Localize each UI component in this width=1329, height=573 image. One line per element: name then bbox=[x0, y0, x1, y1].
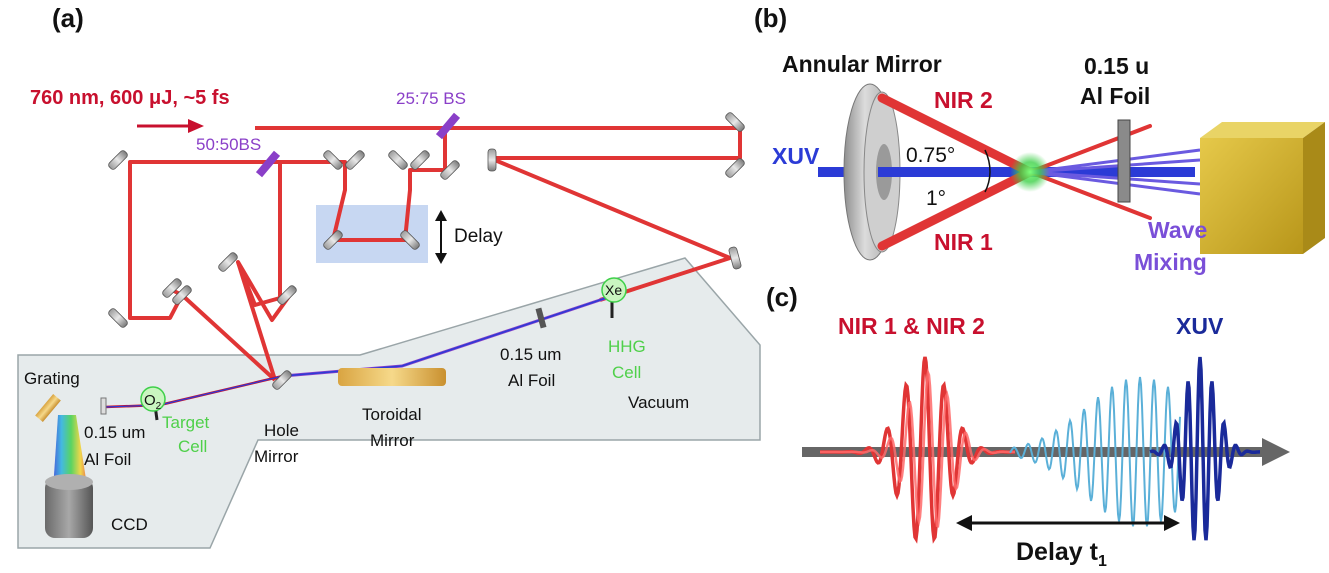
input-arrow bbox=[137, 119, 204, 133]
mirror-icon bbox=[400, 230, 420, 250]
mirror-icon bbox=[725, 158, 745, 178]
mirror-icon bbox=[323, 230, 343, 250]
hhg-label-2: Cell bbox=[612, 363, 641, 382]
xe-label: Xe bbox=[605, 282, 622, 298]
nir2-label: NIR 2 bbox=[934, 87, 993, 113]
delay-t1-arrow-icon bbox=[956, 515, 1180, 531]
angle-arc-icon bbox=[984, 149, 991, 173]
foil-label-2: Al Foil bbox=[1080, 83, 1150, 109]
target-cell-label-1: Target bbox=[162, 413, 210, 432]
waveforms bbox=[820, 356, 1260, 544]
bs-2575-label: 25:75 BS bbox=[396, 89, 466, 108]
hole-mirror-label-1: Hole bbox=[264, 421, 299, 440]
mirror-icon bbox=[440, 160, 460, 180]
mirror-icon bbox=[728, 246, 742, 270]
panel-c-label: (c) bbox=[766, 282, 798, 312]
ccd-icon bbox=[45, 474, 93, 538]
interaction-point-icon bbox=[1010, 152, 1050, 192]
vacuum-chamber bbox=[17, 257, 761, 549]
hole-mirror-label-2: Mirror bbox=[254, 447, 299, 466]
toroidal-label-1: Toroidal bbox=[362, 405, 422, 424]
hhg-label-1: HHG bbox=[608, 337, 646, 356]
xuv-label-c: XUV bbox=[1176, 313, 1224, 339]
wave-label-1: Wave bbox=[1148, 217, 1207, 243]
xuv-pulse bbox=[1149, 356, 1260, 541]
wave-mixing-beams bbox=[1029, 148, 1201, 196]
annular-mirror-label: Annular Mirror bbox=[782, 51, 942, 77]
al-foil-left-icon bbox=[100, 397, 107, 415]
al-foil-mid-label-2: Al Foil bbox=[508, 371, 555, 390]
xuv-label-b: XUV bbox=[772, 143, 820, 169]
foil-label-1: 0.15 u bbox=[1084, 53, 1149, 79]
angle-arc-icon bbox=[984, 171, 991, 193]
target-cell-label-2: Cell bbox=[178, 437, 207, 456]
time-axis-arrow-icon bbox=[1262, 438, 1290, 466]
mirror-icon bbox=[345, 150, 365, 170]
vacuum-label: Vacuum bbox=[628, 393, 689, 412]
bs-5050-label: 50:50BS bbox=[196, 135, 261, 154]
al-foil-mid-label-1: 0.15 um bbox=[500, 345, 561, 364]
angle-1-label: 1° bbox=[926, 187, 946, 210]
nir-pulse-2 bbox=[820, 367, 1015, 528]
delay-label: Delay bbox=[454, 226, 503, 247]
mirror-icon bbox=[162, 278, 182, 298]
panel-b-label: (b) bbox=[754, 3, 787, 33]
mirror-icon bbox=[487, 148, 497, 172]
panel-b: (b) bbox=[754, 3, 1325, 275]
ccd-label: CCD bbox=[111, 515, 148, 534]
hhg-cell-icon bbox=[601, 277, 627, 303]
mirror-icon bbox=[172, 285, 192, 305]
mirror-icon bbox=[108, 308, 128, 328]
al-foil-left-label-1: 0.15 um bbox=[84, 423, 145, 442]
al-foil-mid-icon bbox=[535, 307, 547, 329]
mirror-icon bbox=[725, 112, 745, 132]
mirror-icon bbox=[388, 150, 408, 170]
grating-icon bbox=[35, 394, 61, 422]
nir1-label: NIR 1 bbox=[934, 229, 993, 255]
panel-a-label: (a) bbox=[52, 3, 84, 33]
target-cell-icon bbox=[140, 386, 166, 412]
delay-t1-label: Delay t1 bbox=[1016, 538, 1107, 570]
mirror-icon bbox=[410, 150, 430, 170]
grating-label: Grating bbox=[24, 369, 80, 388]
panel-a: (a) bbox=[17, 3, 761, 549]
xuv-light-pulse bbox=[1009, 376, 1181, 527]
nir-pulses-label: NIR 1 & NIR 2 bbox=[838, 313, 985, 339]
mirror-icon bbox=[108, 150, 128, 170]
al-foil-left-label-2: Al Foil bbox=[84, 450, 131, 469]
delay-arrow-icon bbox=[435, 210, 447, 264]
mirror-icon bbox=[218, 252, 238, 272]
bs-2575-icon bbox=[435, 112, 461, 140]
angle-075-label: 0.75° bbox=[906, 144, 955, 167]
laser-label: 760 nm, 600 μJ, ~5 fs bbox=[30, 87, 230, 109]
panel-c: (c) NIR 1 & NIR 2 XUV Delay t1 bbox=[766, 282, 1290, 570]
o2-label: O2 bbox=[144, 392, 162, 412]
toroidal-mirror-icon bbox=[338, 368, 446, 386]
bs-5050-icon bbox=[255, 150, 281, 178]
toroidal-label-2: Mirror bbox=[370, 431, 415, 450]
mirrors bbox=[108, 112, 745, 390]
al-foil-b-icon bbox=[1117, 119, 1131, 203]
hole-mirror-icon bbox=[272, 370, 292, 390]
mirror-icon bbox=[323, 150, 343, 170]
wave-label-2: Mixing bbox=[1134, 249, 1207, 275]
mirror-icon bbox=[277, 285, 297, 305]
detector-box-icon bbox=[1200, 122, 1325, 254]
